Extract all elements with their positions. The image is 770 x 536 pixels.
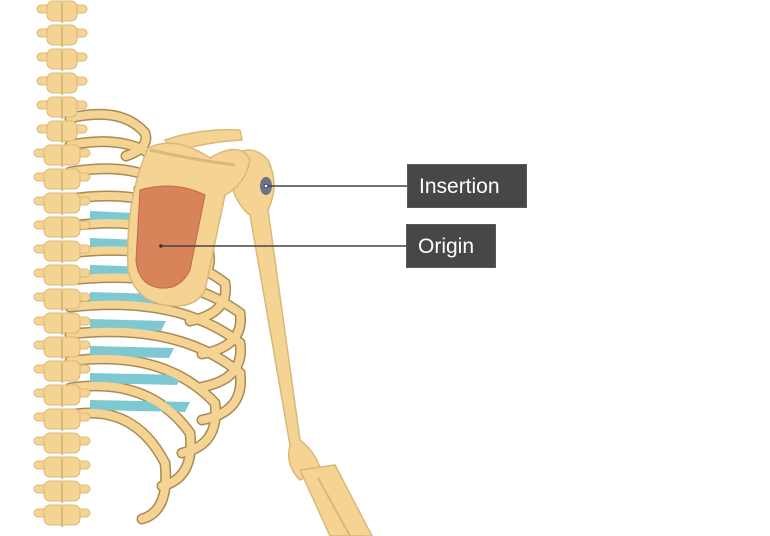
scapular-spine	[149, 148, 236, 167]
rib	[66, 354, 220, 457]
insertion-point	[263, 183, 269, 189]
rib	[66, 246, 230, 325]
origin-label: Origin	[406, 224, 496, 268]
rib	[66, 327, 245, 424]
forearm-line	[317, 477, 351, 536]
rib	[66, 300, 245, 391]
insertion-label: Insertion	[407, 164, 527, 208]
rib	[66, 409, 170, 523]
vertebral-column	[33, 0, 91, 527]
humerus	[227, 149, 321, 481]
rib	[66, 273, 245, 358]
forearm-bones	[298, 464, 373, 536]
rib	[66, 381, 195, 490]
intercostal-muscle	[90, 373, 182, 385]
origin-muscle-area	[135, 185, 206, 289]
